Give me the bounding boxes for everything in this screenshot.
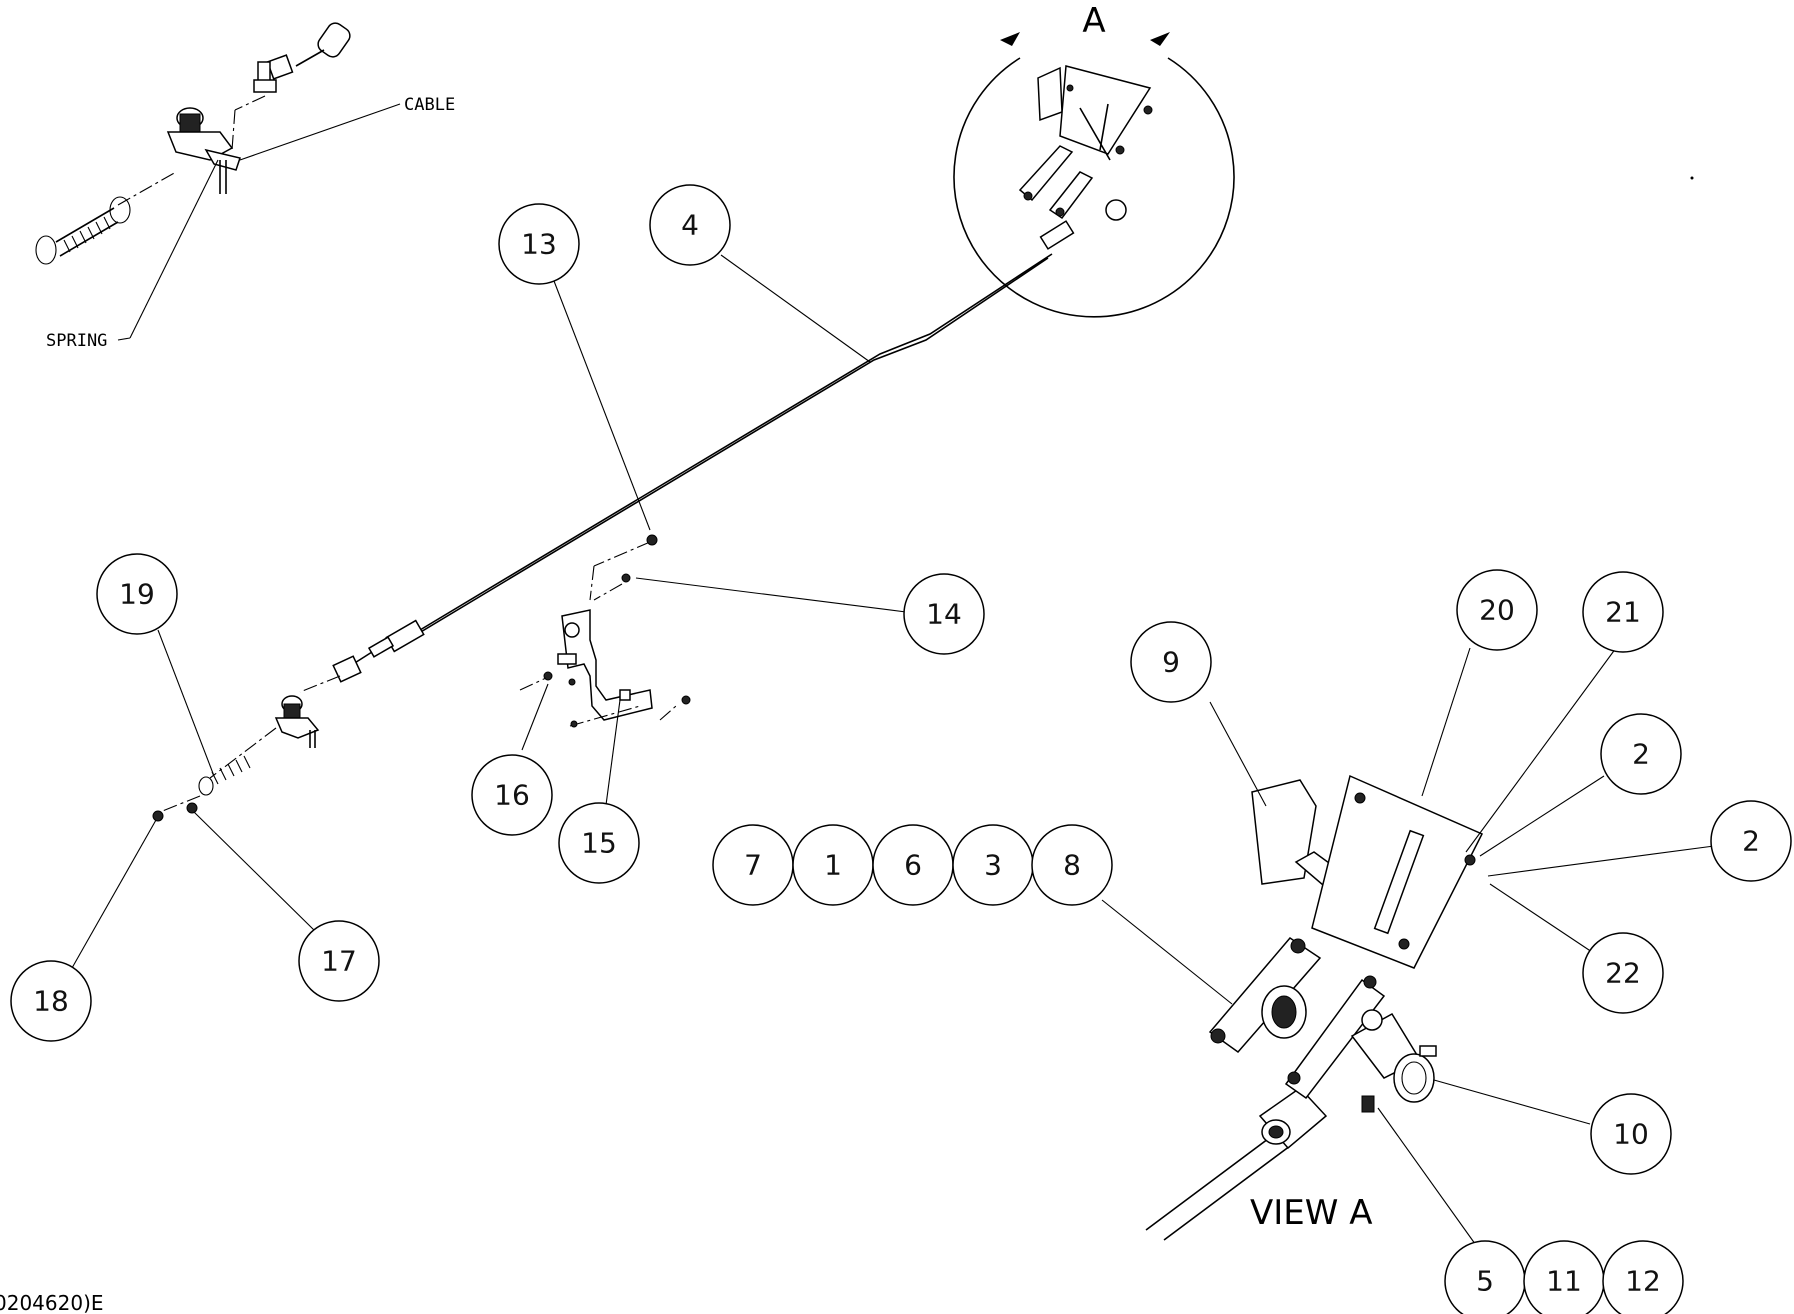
balloon-14: 14 (903, 573, 985, 655)
balloon-21-label: 21 (1605, 596, 1641, 629)
balloon-8-label: 8 (1063, 849, 1081, 882)
balloon-11-label: 11 (1546, 1265, 1582, 1298)
cable-bracket (519, 534, 691, 728)
balloon-19-label: 19 (119, 578, 155, 611)
arrow-right-icon (1150, 32, 1170, 46)
balloon-20-label: 20 (1479, 594, 1515, 627)
balloon-4: 4 (649, 184, 731, 266)
balloon-1: 1 (792, 824, 874, 906)
spring-coil (35, 196, 131, 265)
balloon-3: 3 (952, 824, 1034, 906)
balloon-13: 13 (498, 203, 580, 285)
balloon-2a: 2 (1600, 713, 1682, 795)
view-a-label: VIEW A (1250, 1193, 1372, 1233)
balloon-15-label: 15 (581, 827, 617, 860)
balloon-10-label: 10 (1613, 1118, 1649, 1151)
balloon-16-label: 16 (494, 779, 530, 812)
view-a-detail-circle: A (953, 1, 1235, 318)
drawing-number: 0204620)E (0, 1291, 104, 1314)
balloon-11: 11 (1523, 1240, 1605, 1314)
leader-lines (71, 254, 1715, 1249)
balloon-15: 15 (558, 802, 640, 884)
cable-callout: CABLE (404, 95, 455, 115)
balloon-7-label: 7 (744, 849, 762, 882)
balloon-12: 12 (1602, 1240, 1684, 1314)
balloon-14-label: 14 (926, 598, 962, 631)
balloon-6: 6 (872, 824, 954, 906)
balloon-1-label: 1 (824, 849, 842, 882)
balloon-9: 9 (1130, 621, 1212, 703)
lever-spring-assembly (152, 675, 341, 822)
balloon-19: 19 (96, 553, 178, 635)
balloon-group-7-1-6-3-8: 7 1 6 3 8 (712, 824, 1113, 906)
view-a-enlarged: VIEW A (1145, 774, 1484, 1241)
balloon-12-label: 12 (1625, 1265, 1661, 1298)
balloon-8: 8 (1031, 824, 1113, 906)
arrow-left-icon (1000, 32, 1020, 46)
balloon-17-label: 17 (321, 945, 357, 978)
balloon-10: 10 (1590, 1093, 1672, 1175)
balloon-4-label: 4 (681, 209, 699, 242)
detail-inset: CABLE SPRING (35, 22, 455, 351)
balloon-7: 7 (712, 824, 794, 906)
cable-end-plug (253, 22, 351, 93)
balloon-18-label: 18 (33, 985, 69, 1018)
balloon-2b: 2 (1710, 800, 1792, 882)
balloon-3-label: 3 (984, 849, 1002, 882)
balloon-group-5-11-12: 5 11 12 (1444, 1240, 1684, 1314)
balloon-2b-label: 2 (1742, 825, 1760, 858)
lever-assembly (166, 107, 241, 194)
balloon-9-label: 9 (1162, 646, 1180, 679)
spring-callout: SPRING (46, 331, 107, 351)
balloon-20: 20 (1456, 569, 1538, 651)
balloon-18: 18 (10, 960, 92, 1042)
balloon-5-label: 5 (1476, 1265, 1494, 1298)
balloon-17: 17 (298, 920, 380, 1002)
balloon-22: 22 (1582, 932, 1664, 1014)
balloon-13-label: 13 (521, 228, 557, 261)
balloon-6-label: 6 (904, 849, 922, 882)
balloon-2a-label: 2 (1632, 738, 1650, 771)
brake-cable (332, 253, 1053, 683)
balloon-21: 21 (1582, 571, 1664, 653)
balloon-22-label: 22 (1605, 957, 1641, 990)
view-a-label-top: A (1082, 1, 1105, 41)
balloon-5: 5 (1444, 1240, 1526, 1314)
balloon-16: 16 (471, 754, 553, 836)
